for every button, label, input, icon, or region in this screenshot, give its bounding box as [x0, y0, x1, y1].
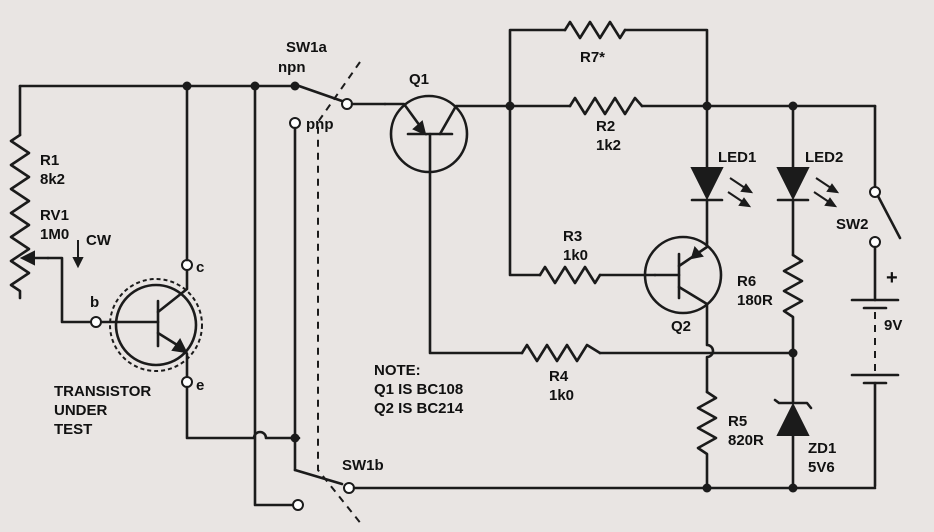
r2-value: 1k2: [596, 137, 621, 154]
sw1-mechanical-link: [317, 61, 363, 526]
sw2-switch: [869, 104, 902, 302]
sw1a-ref: SW1a: [286, 39, 328, 56]
dut-label-line3: TEST: [54, 421, 92, 438]
r6-ref: R6: [737, 273, 756, 290]
q2-ref: Q2: [671, 318, 691, 335]
sw2-ref: SW2: [836, 216, 869, 233]
led1-ref: LED1: [718, 149, 756, 166]
note-line2: Q2 IS BC214: [374, 400, 464, 417]
r1-value: 8k2: [40, 171, 65, 188]
led2-ref: LED2: [805, 149, 843, 166]
r5-ref: R5: [728, 413, 747, 430]
r4-resistor: [520, 343, 602, 363]
sw1-bus: [253, 84, 387, 511]
dut-transistor: [99, 269, 203, 378]
q1-ref: Q1: [409, 71, 429, 88]
q2-transistor: [643, 235, 723, 394]
zd1-zener: [598, 351, 813, 488]
dut-base-terminal: [90, 316, 102, 328]
r3-ref: R3: [563, 228, 582, 245]
note-heading: NOTE:: [374, 362, 421, 379]
r2-ref: R2: [596, 118, 615, 135]
rv1-potentiometer: [9, 205, 31, 300]
r2-branch: [508, 96, 877, 116]
rv1-value: 1M0: [40, 226, 69, 243]
r1-resistor: [9, 133, 31, 209]
dut-emitter-terminal: [181, 376, 193, 388]
r1-ref: R1: [40, 152, 59, 169]
dut-emitter-wire: [185, 385, 301, 440]
r4-value: 1k0: [549, 387, 574, 404]
sw1a-npn: npn: [278, 59, 306, 76]
r5-value: 820R: [728, 432, 764, 449]
r3-value: 1k0: [563, 247, 588, 264]
r6-resistor: [782, 253, 804, 355]
dut-pin-b: b: [90, 294, 99, 311]
top-left-rail: [18, 84, 297, 137]
cw-arrow: [72, 240, 84, 269]
led2-diode: [776, 104, 840, 257]
sw1a-pnp: pnp: [306, 116, 334, 133]
r4-ref: R4: [549, 368, 569, 385]
dut-label-line1: TRANSISTOR: [54, 383, 151, 400]
led1-diode: [690, 104, 754, 244]
dut-pin-e: e: [196, 377, 204, 394]
note-line1: Q1 IS BC108: [374, 381, 463, 398]
dut-collector-terminal: [181, 259, 193, 271]
battery-plus: +: [886, 267, 898, 289]
q1-transistor: [383, 94, 524, 355]
zd1-value: 5V6: [808, 459, 835, 476]
battery: [850, 298, 900, 488]
rv1-wiper: [19, 250, 96, 324]
junction-dots: [182, 81, 798, 493]
r6-value: 180R: [737, 292, 773, 309]
cw-label: CW: [86, 232, 112, 249]
sw1b-ref: SW1b: [342, 457, 384, 474]
dut-label-line2: UNDER: [54, 402, 108, 419]
battery-voltage: 9V: [884, 317, 902, 334]
rv1-ref: RV1: [40, 207, 69, 224]
dut-pin-c: c: [196, 259, 204, 276]
r7-ref: R7*: [580, 49, 605, 66]
r7-branch: [508, 20, 709, 108]
r5-resistor: [696, 390, 718, 488]
zd1-ref: ZD1: [808, 440, 836, 457]
